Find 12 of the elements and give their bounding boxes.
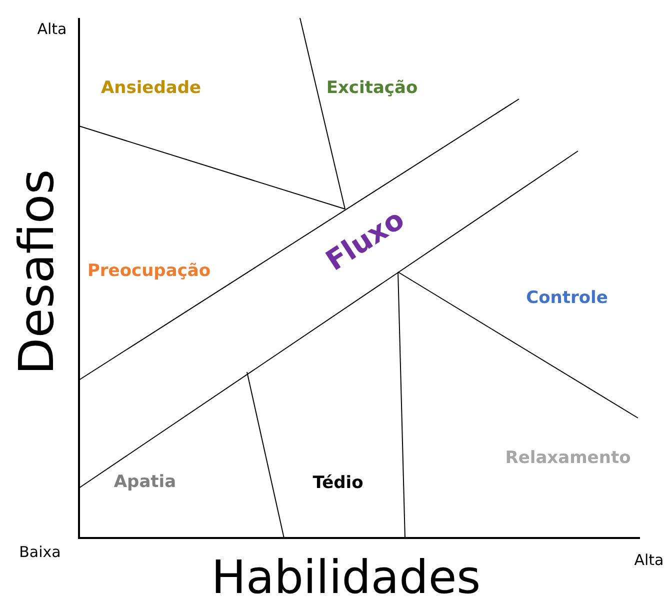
zone-label: Apatia — [114, 472, 176, 492]
axis-title: Habilidades — [211, 550, 481, 604]
zone-label: Relaxamento — [505, 448, 631, 468]
zone-label: Preocupação — [87, 261, 211, 281]
zone-label: Excitação — [326, 78, 418, 98]
zone-label: Ansiedade — [100, 78, 202, 98]
axis-tick-label: Alta — [634, 551, 664, 569]
axis-title: Desafios — [9, 169, 65, 375]
zone-label: Controle — [526, 288, 608, 308]
zone-label: Tédio — [312, 473, 364, 493]
axis-tick-label: Baixa — [19, 543, 61, 561]
axis-tick-label: Alta — [37, 20, 67, 38]
